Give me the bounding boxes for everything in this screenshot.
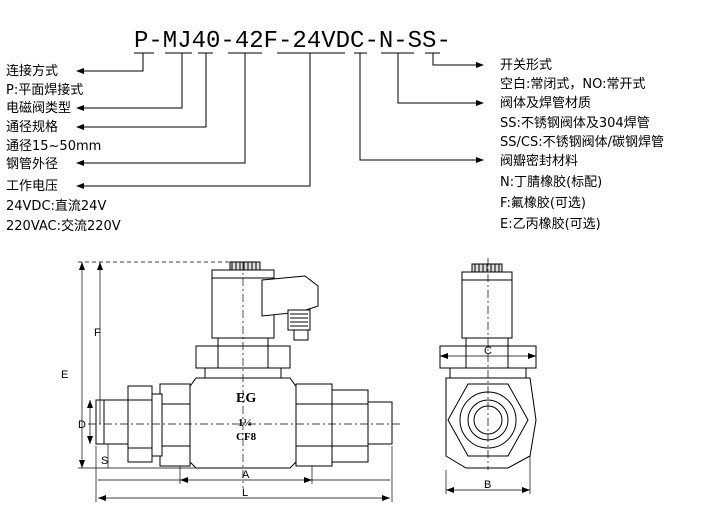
- size-mark: 1¼: [238, 417, 252, 429]
- right-label: 空白:常闭式，NO:常开式: [500, 76, 646, 92]
- right-label: 阀瓣密封材料: [500, 153, 578, 169]
- right-label: F:氟橡胶(可选): [500, 195, 586, 211]
- model-code: P-MJ40-42F-24VDC-N-SS-: [134, 28, 451, 55]
- left-labels: 连接方式 P:平面焊接式 电磁阀类型 通径规格 通径15~50mm 钢管外径 工…: [6, 63, 121, 234]
- left-label: 24VDC:直流24V: [6, 199, 106, 214]
- left-label: 连接方式: [6, 63, 58, 79]
- brand-mark: EG: [236, 391, 256, 406]
- dimension-arrowheads: [79, 262, 536, 501]
- dimension-f: F: [94, 327, 101, 339]
- left-label: P:平面焊接式: [6, 82, 83, 98]
- dimension-a: A: [242, 469, 250, 481]
- front-dimension-labels: E F D S A L: [61, 327, 250, 499]
- right-arrowheads: [476, 62, 484, 163]
- right-label: 阀体及焊管材质: [500, 95, 591, 111]
- body-markings: EG 1¼ CF8: [236, 391, 257, 443]
- dimension-c: C: [484, 345, 492, 357]
- right-label: SS/CS:不锈钢阀体/碳钢焊管: [500, 134, 664, 150]
- left-label: 钢管外径: [6, 157, 58, 172]
- side-dimension-labels: C B: [484, 345, 492, 491]
- dimension-e: E: [61, 369, 68, 381]
- dimension-s: S: [101, 455, 108, 467]
- dimension-l: L: [242, 487, 248, 499]
- right-label: SS:不锈钢阀体及304焊管: [500, 115, 650, 131]
- valve-side-view: [439, 263, 537, 469]
- left-leader-lines: [80, 53, 311, 187]
- left-label: 通径规格: [6, 119, 58, 135]
- right-label: 开关形式: [500, 58, 552, 73]
- left-label: 220VAC:交流220V: [6, 218, 121, 234]
- right-labels: 开关形式 空白:常闭式，NO:常开式 阀体及焊管材质 SS:不锈钢阀体及304焊…: [500, 58, 664, 232]
- right-label: N:丁腈橡胶(标配): [500, 174, 602, 190]
- left-label: 通径15~50mm: [6, 139, 101, 154]
- front-dimension-lines: [78, 261, 400, 502]
- left-arrowheads: [76, 68, 84, 189]
- material-mark: CF8: [236, 431, 257, 443]
- right-label: E:乙丙橡胶(可选): [500, 216, 601, 232]
- dimension-d: D: [78, 419, 86, 431]
- dimension-b: B: [484, 479, 491, 491]
- right-leader-lines: [359, 53, 480, 161]
- left-label: 工作电压: [6, 179, 58, 194]
- left-label: 电磁阀类型: [6, 101, 71, 116]
